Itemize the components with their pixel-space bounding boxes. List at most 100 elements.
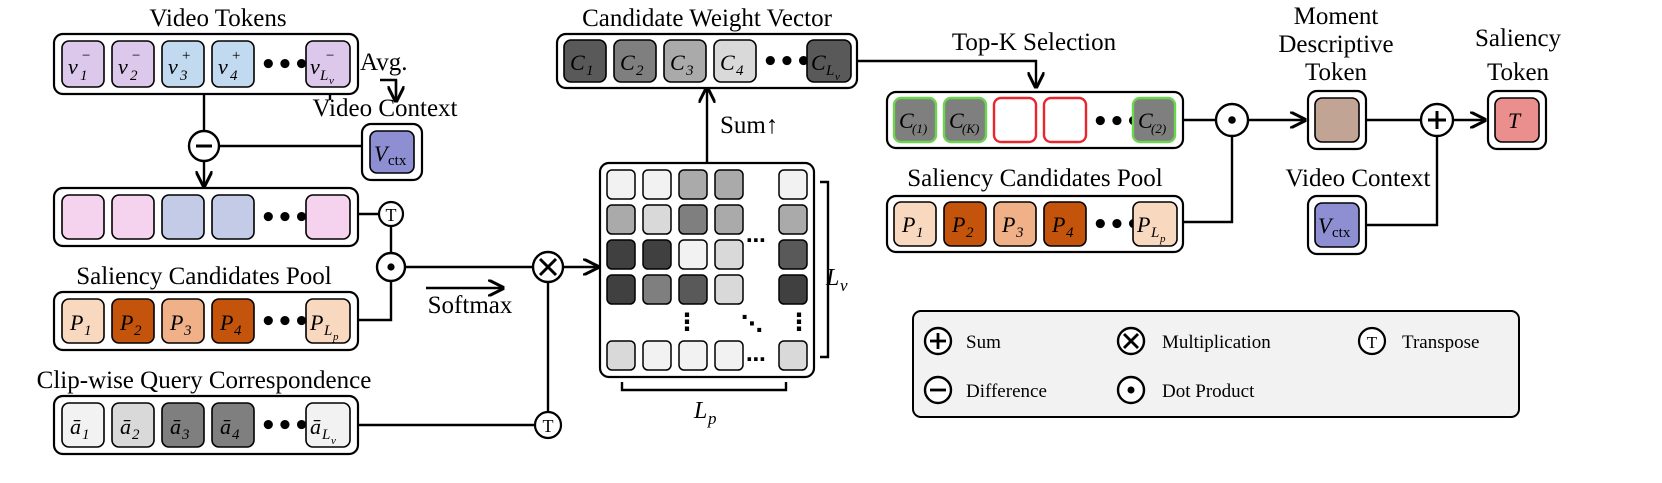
pool-left-p1: P 1 <box>61 298 105 344</box>
svg-text:P: P <box>1001 212 1015 237</box>
svg-text:V: V <box>1318 213 1334 238</box>
matrix-cell-r3-c2 <box>642 239 672 270</box>
clip-query-title: Clip-wise Query Correspondence <box>37 367 372 394</box>
matrix-cell-r2-c3 <box>678 204 708 235</box>
svg-text:v: v <box>835 71 840 83</box>
video-token-2-cell <box>111 40 155 88</box>
wire-vctx-to-sum <box>1366 136 1439 227</box>
legend-sum-icon <box>923 326 953 356</box>
video-token-4-sub: 4 <box>230 68 238 84</box>
diff-tokens-group: ••• <box>52 186 360 248</box>
dot-op-left <box>375 251 407 283</box>
clip-query-ellipsis: ••• <box>260 411 310 441</box>
cand-weight-title: Candidate Weight Vector <box>582 5 832 32</box>
video-token-3-sup: + <box>181 48 191 64</box>
matrix-hdots-row3: ⋯ <box>746 228 766 252</box>
pool-left-group: P 1 P 2 P 3 P 4 ••• P L p <box>52 290 360 352</box>
legend-dot-product-icon <box>1116 375 1146 405</box>
svg-text:1: 1 <box>84 323 92 339</box>
video-token-2-sub: 2 <box>130 68 138 84</box>
cand-weight-c3: C 3 <box>663 39 707 83</box>
clip-query-alast: ā L v <box>305 402 351 448</box>
matrix-cells <box>606 169 808 371</box>
video-token-last-sym: v <box>310 54 320 79</box>
svg-text:3: 3 <box>1015 225 1024 241</box>
svg-text:P: P <box>1051 212 1065 237</box>
video-token-1-sup: − <box>81 48 91 64</box>
svg-text:L: L <box>825 265 839 291</box>
vctx-right-token: V ctx <box>1306 194 1368 256</box>
svg-text:P: P <box>69 310 83 335</box>
matrix-cell-r4-c6 <box>778 274 808 305</box>
lv-label: L v <box>825 265 848 295</box>
matrix-cell-r2-c6 <box>778 204 808 235</box>
video-token-1: v 1 − <box>61 40 105 88</box>
pool-right-p2: P 2 <box>943 201 987 247</box>
video-tokens-ellipsis: ••• <box>260 50 310 80</box>
svg-text:L: L <box>323 323 332 339</box>
vctx-left-sym: V <box>374 141 390 166</box>
pool-left-title: Saliency Candidates Pool <box>76 263 332 290</box>
diff-token-2 <box>111 194 155 240</box>
video-token-4-sup: + <box>231 48 241 64</box>
topk-empty-2 <box>1042 96 1088 144</box>
matrix-cell-r1-c2 <box>642 169 672 200</box>
matrix-cell-r6-c3 <box>678 340 708 371</box>
pool-right-plast: P L p <box>1132 201 1178 247</box>
svg-text:C: C <box>811 50 826 75</box>
matrix-cell-r1-c1 <box>606 169 636 200</box>
pool-left-p3: P 3 <box>161 298 205 344</box>
clip-query-group: ā 1 ā 2 ā 3 ā 4 ••• ā L v <box>52 394 360 456</box>
matrix-cell-r6-c6 <box>778 340 808 371</box>
svg-text:2: 2 <box>132 427 140 443</box>
sum-op <box>1419 102 1455 138</box>
legend-dot-product-label: Dot Product <box>1162 381 1255 402</box>
video-token-last-sub-l: L <box>319 68 328 84</box>
svg-text:L: L <box>693 398 707 424</box>
cand-weight-ellipsis: ••• <box>762 47 812 77</box>
matrix-cell-r4-c4 <box>714 274 744 305</box>
pool-left-plast: P L p <box>305 298 351 344</box>
topk-group: C (1) C (K) ••• C (2) <box>885 90 1185 150</box>
video-token-last-sub-v: v <box>329 75 334 87</box>
transpose-op-top: T <box>377 200 405 228</box>
legend-multiplication-label: Multiplication <box>1162 332 1271 353</box>
matrix-hdots-last: ⋯ <box>746 347 766 371</box>
pool-right-p1: P 1 <box>893 201 937 247</box>
matrix-vdots-col5: ⋮ <box>787 308 811 336</box>
matrix-cell-r6-c2 <box>642 340 672 371</box>
video-token-last: v L v − <box>305 40 351 88</box>
multiplication-op <box>531 250 565 284</box>
svg-text:P: P <box>309 310 323 335</box>
svg-text:4: 4 <box>736 63 744 79</box>
svg-text:C: C <box>570 50 585 75</box>
cand-weight-group: C 1 C 2 C 3 C 4 ••• C L v <box>555 32 859 90</box>
saliency-token: T <box>1486 89 1548 151</box>
svg-text:C: C <box>620 50 635 75</box>
svg-text:4: 4 <box>234 323 242 339</box>
lv-bracket <box>820 180 830 359</box>
topk-cK: C (K) <box>942 96 988 144</box>
svg-text:C: C <box>720 50 735 75</box>
video-token-3-sym: v <box>168 54 178 79</box>
svg-text:4: 4 <box>232 427 240 443</box>
pool-right-p4: P 4 <box>1043 201 1087 247</box>
wire-pool-to-dot <box>358 281 393 322</box>
matrix-cell-r2-c1 <box>606 204 636 235</box>
transpose-op-bottom: T <box>533 410 563 440</box>
svg-text:ā: ā <box>310 414 321 439</box>
video-context-left-label: Video Context <box>312 95 457 122</box>
video-token-4: v 4 + <box>211 40 255 88</box>
svg-text:3: 3 <box>685 63 694 79</box>
topk-c1: C (1) <box>892 96 938 144</box>
vctx-left-token: V ctx <box>360 122 424 182</box>
topk-empty-1 <box>992 96 1038 144</box>
clip-query-a2: ā 2 <box>111 402 155 448</box>
svg-text:P: P <box>951 212 965 237</box>
matrix-cell-r6-c1 <box>606 340 636 371</box>
video-token-3: v 3 + <box>161 40 205 88</box>
matrix-cell-r4-c3 <box>678 274 708 305</box>
diff-token-1 <box>61 194 105 240</box>
matrix-cell-r1-c4 <box>714 169 744 200</box>
